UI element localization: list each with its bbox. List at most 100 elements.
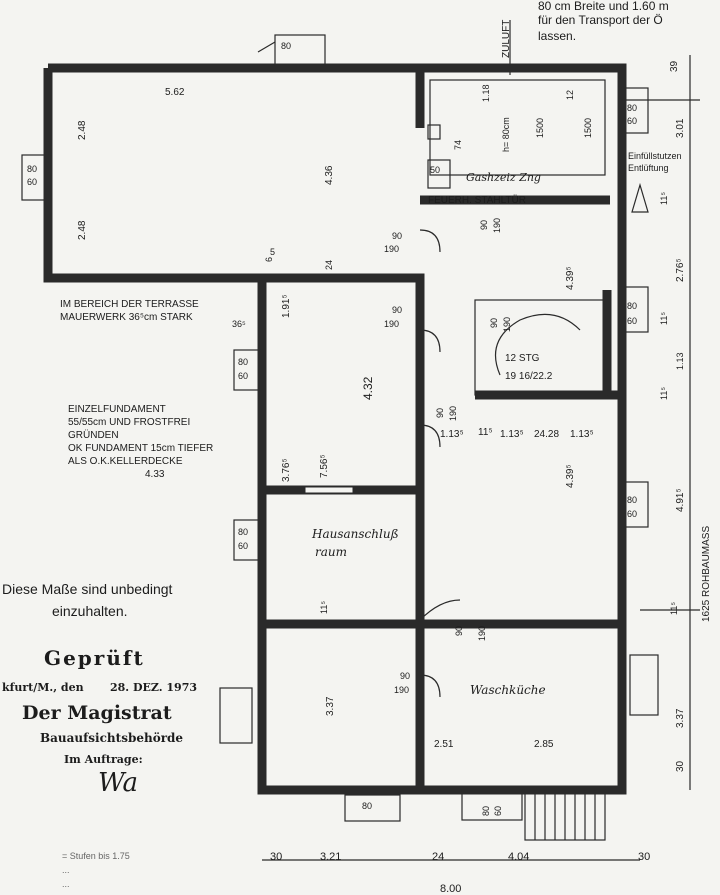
win-right-1-a: 80: [627, 103, 638, 113]
door6-90: 90: [454, 625, 464, 636]
win-right-2-a: 80: [627, 301, 638, 311]
chimney: [427, 124, 441, 140]
h80-label: h= 80cm: [501, 117, 511, 152]
dim-248-a: 2.48: [77, 120, 88, 140]
rohbau-label: 1625 ROHBAUMASS: [701, 525, 712, 622]
win-right-2-b: 60: [627, 316, 638, 326]
right-window-3: [621, 481, 649, 528]
door2-90: 90: [392, 305, 403, 315]
zuluft-label: ZULUFT: [501, 19, 512, 58]
win-left-2-a: 80: [238, 527, 249, 537]
win-right-1-b: 60: [627, 116, 638, 126]
r-dim-4915: 4.91⁵: [675, 488, 686, 512]
left-window-2: [233, 519, 261, 561]
door7-90: 90: [400, 671, 411, 681]
outer-wall-upper: [48, 63, 627, 100]
r-dim-115-a: 11⁵: [659, 191, 669, 205]
dim-365: 36⁵: [232, 319, 246, 329]
door4-90: 90: [489, 317, 499, 328]
b-dim-321: 3.21: [320, 851, 342, 863]
dim-1500-b: 1500: [583, 117, 593, 138]
feuerh-label: FEUERH. STAHLTÜR: [428, 195, 526, 206]
terrasse-note-line1: IM BEREICH DER TERRASSE: [60, 299, 199, 310]
right-window-1: [621, 87, 649, 134]
einfuell-line1: Einfüllstutzen: [628, 151, 682, 161]
win-left-1-a: 80: [238, 357, 249, 367]
stair-enclosure: [474, 299, 608, 396]
door-arc-1: [419, 229, 441, 253]
r-dim-113: 1.13: [675, 352, 685, 370]
win-right-3-a: 80: [627, 495, 638, 505]
room-hausanschluss-line2: raum: [315, 545, 347, 559]
stamp-warning-line2: einzuhalten.: [52, 603, 128, 619]
door4-190: 190: [502, 316, 512, 332]
door3-90: 90: [479, 219, 489, 230]
bottom-note-1: = Stufen bis 1.75: [62, 851, 130, 861]
bottom-entry: [461, 789, 523, 821]
room-waschkueche: Waschküche: [470, 683, 546, 697]
door5-190: 190: [448, 405, 458, 421]
stamp-warning-line1: Diese Maße sind unbedingt: [2, 581, 173, 597]
door3-190: 190: [492, 217, 502, 233]
r-dim-39: 39: [669, 60, 680, 72]
stamp-date: 28. DEZ. 1973: [110, 681, 198, 694]
dim-115-b: 11⁵: [319, 600, 329, 614]
door-opening: [304, 486, 354, 494]
dim-432: 4.32: [361, 376, 375, 400]
fundament-line2: 55/55cm UND FROSTFREI: [68, 417, 191, 428]
fundament-line4: OK FUNDAMENT 15cm TIEFER: [68, 443, 214, 454]
door7-190: 190: [394, 685, 410, 695]
r-dim-2765: 2.76⁵: [675, 258, 686, 282]
dim-4395-b: 4.39⁵: [565, 464, 576, 488]
tank-box-50: [427, 159, 451, 189]
dim-118: 1.18: [481, 84, 491, 102]
win-left-2-b: 60: [238, 541, 249, 551]
r-dim-115-b: 11⁵: [659, 311, 669, 325]
dim-2428: 24.28: [534, 429, 560, 440]
top-shaft-80: 80: [281, 41, 292, 51]
stamp-city: kfurt/M., den: [2, 681, 84, 694]
dim-3765: 3.76⁵: [281, 458, 292, 482]
stair-spiral: [494, 313, 581, 376]
door-arc-3: [419, 424, 441, 448]
dim-50: 50: [430, 165, 441, 175]
b-dim-30-b: 30: [638, 851, 651, 863]
door-arc-2: [419, 329, 441, 353]
win-left-1-b: 60: [238, 371, 249, 381]
door1-90: 90: [392, 231, 403, 241]
door-arc-5: [419, 674, 441, 698]
dim-436: 4.36: [324, 165, 335, 185]
dim-11355-b: 1.13⁵: [500, 429, 524, 440]
stamp-auftrage: Im Auftrage:: [64, 753, 143, 766]
fundament-line3: GRÜNDEN: [68, 430, 119, 441]
b-dim-800: 8.00: [440, 883, 462, 895]
win-right-3-b: 60: [627, 509, 638, 519]
r-dim-115-c: 11⁵: [659, 386, 669, 400]
dim-337-a: 3.37: [325, 696, 336, 716]
room-hausanschluss-line1: Hausanschluß: [312, 527, 399, 541]
b-dim-30-a: 30: [270, 851, 283, 863]
door5-90: 90: [435, 407, 445, 418]
fundament-line5: ALS O.K.KELLERDECKE: [68, 456, 183, 467]
bottom-entry-80: 80: [481, 805, 491, 816]
stamp-gepruft: Geprüft: [44, 646, 145, 670]
dim-115-a: 11⁵: [478, 427, 493, 438]
dim-562: 5.62: [165, 87, 185, 98]
dim-251: 2.51: [434, 739, 454, 750]
top-note-line1: 80 cm Breite und 1.60 m: [538, 0, 669, 13]
dim-11355-c: 1.13⁵: [570, 429, 594, 440]
heating-room-label: Gashzeiz Zng: [466, 171, 541, 184]
bottom-window-label: 80: [362, 801, 373, 811]
right-window-2: [621, 286, 649, 333]
dim-12: 12: [565, 89, 575, 100]
thin-lines: [21, 20, 700, 861]
bottom-note-2: ...: [62, 865, 70, 875]
fundament-line1: EINZELFUNDAMENT: [68, 404, 166, 415]
stair-ratio: 19 16/22.2: [505, 371, 553, 382]
door2-190: 190: [384, 319, 400, 329]
bottom-entry-60: 60: [493, 805, 503, 816]
top-note-line3: lassen.: [538, 29, 577, 43]
dim-74: 74: [453, 139, 463, 150]
dim-6: 6: [264, 256, 274, 262]
